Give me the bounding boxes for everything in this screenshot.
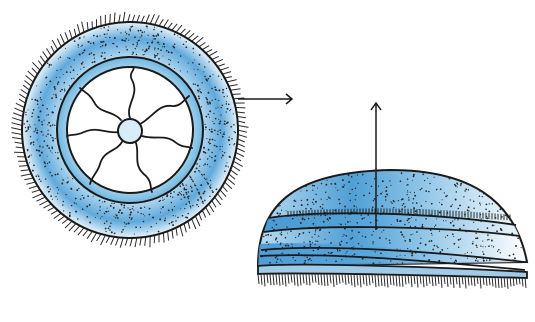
arrow-right	[238, 94, 292, 104]
top-view-central-mouth	[118, 119, 142, 143]
top-view-disc	[11, 12, 248, 248]
side-view-dome	[258, 170, 527, 289]
